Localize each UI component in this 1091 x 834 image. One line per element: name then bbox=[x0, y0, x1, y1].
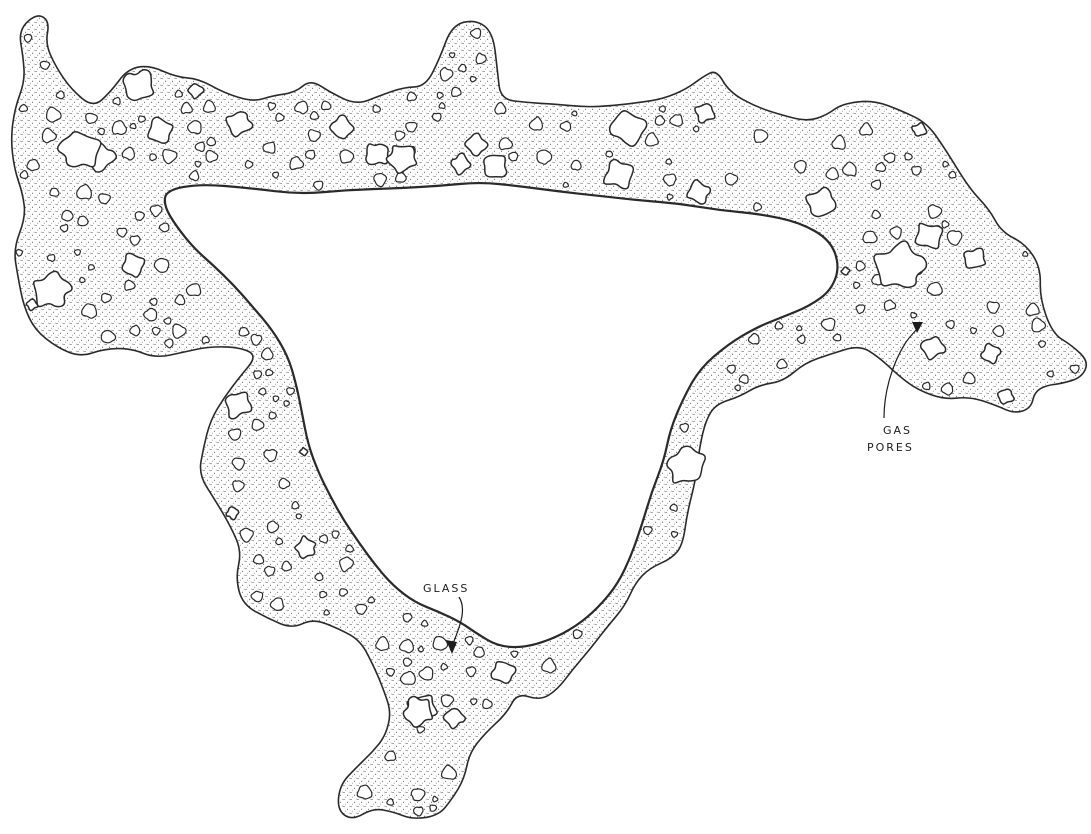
gas-pore bbox=[474, 647, 484, 657]
gas-pore bbox=[320, 591, 327, 597]
gas-pore bbox=[693, 126, 698, 132]
gas-pore bbox=[319, 535, 327, 543]
gas-pore bbox=[80, 277, 85, 282]
gas-pore bbox=[86, 113, 98, 123]
gas-pores-label-line1: GAS bbox=[883, 424, 912, 437]
gas-pore bbox=[571, 160, 581, 170]
gas-pore bbox=[471, 77, 477, 82]
gas-pore bbox=[366, 144, 388, 165]
gas-pore bbox=[287, 388, 295, 395]
gas-pore bbox=[150, 154, 157, 161]
gas-pore bbox=[971, 328, 977, 334]
gas-pore bbox=[754, 203, 762, 211]
gas-pore bbox=[856, 305, 865, 314]
gas-pore bbox=[943, 161, 949, 167]
gas-pore bbox=[263, 142, 275, 153]
gas-pore bbox=[254, 371, 262, 379]
gas-pore bbox=[195, 142, 204, 151]
gas-pore bbox=[666, 159, 672, 164]
gas-pore bbox=[484, 155, 507, 177]
gas-pore bbox=[139, 116, 146, 122]
gas-pore bbox=[368, 597, 375, 603]
gas-pore bbox=[998, 389, 1014, 404]
gas-pore bbox=[265, 566, 275, 576]
gas-pore bbox=[797, 326, 802, 331]
gas-pore bbox=[1047, 371, 1053, 377]
gas-pore bbox=[50, 188, 59, 196]
gas-pore bbox=[915, 223, 942, 248]
glass-label: GLASS bbox=[423, 582, 469, 595]
gas-pore bbox=[16, 250, 22, 256]
gas-pore bbox=[735, 385, 740, 391]
gas-pore bbox=[113, 97, 120, 105]
gas-pore bbox=[245, 161, 253, 169]
gas-pore bbox=[572, 111, 577, 116]
gas-pore bbox=[386, 669, 394, 677]
gas-pore bbox=[905, 153, 912, 160]
gas-pore bbox=[239, 328, 249, 336]
gas-pore bbox=[964, 248, 985, 268]
gas-pore bbox=[202, 336, 209, 343]
gas-pore bbox=[310, 112, 318, 120]
gas-pore bbox=[305, 150, 314, 159]
gas-pore bbox=[659, 106, 665, 112]
gas-pore bbox=[276, 538, 283, 545]
gas-pore bbox=[923, 382, 930, 389]
gas-pore bbox=[89, 265, 95, 270]
gas-pore bbox=[403, 658, 411, 666]
gas-pore bbox=[130, 124, 136, 129]
gas-pore bbox=[254, 555, 264, 564]
gas-pore bbox=[1039, 341, 1046, 348]
gas-pore bbox=[40, 61, 49, 69]
gas-pore bbox=[563, 182, 568, 187]
gas-pore bbox=[47, 255, 54, 262]
gas-pore bbox=[509, 152, 518, 160]
gas-pore bbox=[449, 53, 454, 58]
gas-pore bbox=[1023, 252, 1028, 257]
gas-pore bbox=[284, 401, 289, 406]
gas-pore bbox=[27, 159, 39, 170]
gas-pore bbox=[296, 514, 301, 519]
gas-pore bbox=[266, 369, 273, 375]
gas-pore bbox=[927, 282, 942, 295]
gas-pore bbox=[863, 231, 877, 242]
gas-pore bbox=[62, 210, 73, 220]
gas-pore bbox=[332, 531, 339, 538]
gas-pore bbox=[911, 312, 917, 317]
gas-pore bbox=[606, 151, 613, 157]
gas-pore bbox=[430, 805, 437, 811]
gas-pore bbox=[439, 103, 445, 109]
gas-pore bbox=[123, 70, 153, 101]
gas-pore bbox=[292, 502, 299, 509]
gas-pore bbox=[269, 412, 276, 419]
gas-pore bbox=[315, 573, 323, 581]
gas-pores-label-line2: PORES bbox=[867, 441, 914, 454]
gas-pore bbox=[670, 504, 677, 511]
gas-pore bbox=[912, 166, 921, 175]
gas-pore bbox=[418, 646, 423, 651]
gas-pore bbox=[422, 620, 428, 626]
